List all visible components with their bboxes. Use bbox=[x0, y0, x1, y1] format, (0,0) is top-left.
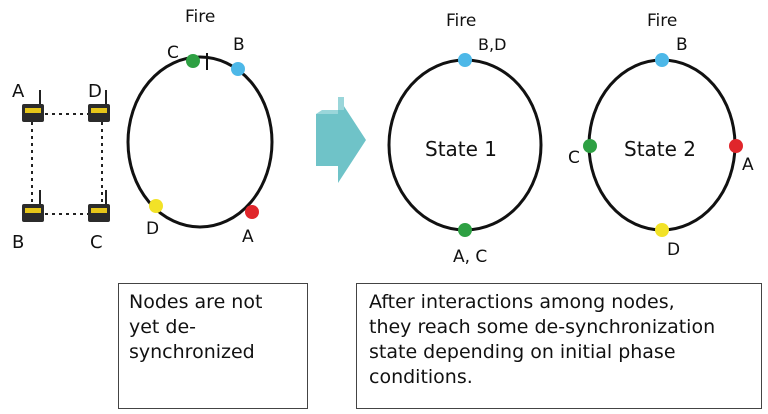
fire-label: Fire bbox=[185, 7, 215, 27]
node-label-c: C bbox=[90, 232, 103, 253]
caption-line: After interactions among nodes, bbox=[369, 291, 675, 313]
sensor-node-icon bbox=[22, 90, 44, 122]
phase-ring-state2: Fire B C A D State 2 bbox=[568, 11, 754, 260]
phase-label-c: C bbox=[167, 43, 179, 63]
phase-label-ac: A, C bbox=[453, 247, 487, 267]
phase-label-b: B bbox=[676, 35, 688, 55]
node-label-d: D bbox=[88, 81, 102, 102]
state-title: State 2 bbox=[624, 137, 696, 161]
phase-node-c bbox=[583, 139, 597, 153]
phase-label-d: D bbox=[667, 240, 680, 260]
phase-label-b: B bbox=[233, 35, 245, 55]
sensor-node-icon bbox=[88, 90, 110, 122]
phase-label-bd: B,D bbox=[478, 35, 506, 54]
caption-line: they reach some de-synchronization bbox=[369, 316, 716, 338]
network-topology: A D B C bbox=[12, 81, 110, 253]
phase-node-c bbox=[186, 54, 200, 68]
phase-ring-initial: Fire C B D A bbox=[126, 7, 274, 247]
phase-label-c: C bbox=[568, 148, 580, 168]
phase-label-d: D bbox=[146, 219, 159, 239]
sensor-node-icon bbox=[22, 190, 44, 222]
state-title: State 1 bbox=[425, 137, 497, 161]
node-label-b: B bbox=[12, 232, 24, 253]
caption-line: synchronized bbox=[129, 341, 255, 363]
caption-initial: Nodes are not yet de- synchronized bbox=[118, 283, 308, 409]
caption-line: yet de- bbox=[129, 316, 197, 338]
node-label-a: A bbox=[12, 81, 25, 102]
phase-node-d bbox=[655, 223, 669, 237]
phase-node-b bbox=[231, 62, 245, 76]
phase-node-ac bbox=[458, 223, 472, 237]
fire-label: Fire bbox=[446, 11, 476, 31]
transition-arrow bbox=[316, 97, 366, 183]
caption-result: After interactions among nodes, they rea… bbox=[356, 283, 762, 409]
sensor-node-icon bbox=[88, 190, 110, 222]
phase-node-d bbox=[149, 199, 163, 213]
phase-circle bbox=[126, 55, 274, 229]
caption-line: conditions. bbox=[369, 366, 473, 388]
fire-label: Fire bbox=[647, 11, 677, 31]
caption-line: state depending on initial phase bbox=[369, 341, 676, 363]
phase-label-a: A bbox=[742, 155, 754, 175]
phase-label-a: A bbox=[242, 227, 254, 247]
phase-ring-state1: Fire B,D A, C State 1 bbox=[387, 11, 543, 267]
phase-node-a bbox=[729, 139, 743, 153]
phase-node-bd bbox=[458, 53, 472, 67]
caption-line: Nodes are not bbox=[129, 291, 263, 313]
phase-node-b bbox=[655, 53, 669, 67]
phase-node-a bbox=[245, 205, 259, 219]
